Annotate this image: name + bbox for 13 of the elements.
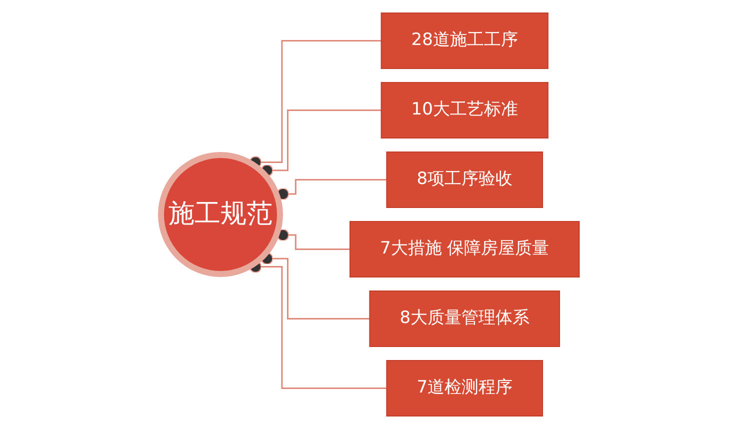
connector [260, 252, 370, 320]
connector [276, 179, 387, 200]
node-box: 10大工艺标准 [380, 82, 548, 138]
node-box: 8大质量管理体系 [369, 290, 560, 347]
connector [260, 110, 382, 176]
node-box: 28道施工工序 [380, 12, 548, 69]
connector [248, 260, 387, 389]
node-box: 7道检测程序 [386, 360, 543, 416]
node-circle: 施工规范 [158, 152, 283, 277]
connector [276, 228, 350, 250]
node-box: 8项工序验收 [386, 152, 543, 208]
connector [248, 40, 382, 168]
node-box: 7大措施 保障房屋质量 [349, 221, 580, 278]
